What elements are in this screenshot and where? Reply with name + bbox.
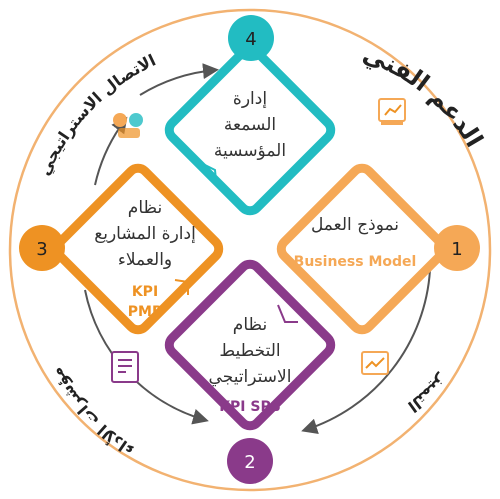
step-3-line-3: والعملاء bbox=[118, 250, 172, 270]
step-2-line-2: التخطيط bbox=[219, 341, 280, 361]
arrow-right bbox=[301, 269, 431, 434]
connector-orange bbox=[174, 279, 189, 295]
business-model-icon bbox=[378, 98, 406, 125]
step-3-sub-2: PMP bbox=[128, 304, 162, 320]
step-4-line-1: إدارة bbox=[233, 89, 267, 109]
arrow-top bbox=[139, 63, 219, 96]
step-2-line-3: الاستراتيجي bbox=[209, 367, 292, 387]
connector-teal bbox=[204, 164, 217, 181]
step-2-line-1: نظام bbox=[233, 315, 267, 335]
step-4-line-2: السمعة bbox=[224, 115, 276, 135]
step-3-line-1: نظام bbox=[128, 198, 162, 218]
step-2-label: نظام التخطيط الاستراتيجي KPI SPS bbox=[209, 315, 292, 415]
main-title: الدعم الفني bbox=[359, 39, 488, 152]
step-1-line-1: نموذج العمل bbox=[311, 215, 399, 235]
step-2-badge: 2 bbox=[227, 438, 273, 484]
step-3-badge: 3 bbox=[19, 225, 65, 271]
step-2-sub-1: KPI SPS bbox=[219, 399, 281, 415]
diamond-strategic-planning bbox=[164, 259, 336, 431]
diamond-business-model bbox=[276, 163, 448, 335]
step-3-label: نظام إدارة المشاريع والعملاء KPI PMP bbox=[94, 198, 196, 320]
connector-purple bbox=[277, 304, 298, 323]
step-4-number: 4 bbox=[245, 29, 256, 50]
step-3-number: 3 bbox=[36, 239, 47, 260]
step-1-label: نموذج العمل Business Model bbox=[294, 215, 417, 270]
step-2-number: 2 bbox=[244, 452, 255, 473]
step-4-label: إدارة السمعة المؤسسية bbox=[214, 89, 286, 161]
outer-ring bbox=[8, 8, 492, 492]
step-1-badge: 1 bbox=[434, 225, 480, 271]
strategy-icon bbox=[361, 351, 389, 375]
diamond-reputation bbox=[164, 44, 336, 216]
step-1-sub-1: Business Model bbox=[294, 254, 417, 270]
step-4-badge: 4 bbox=[228, 15, 274, 61]
diamond-project-management bbox=[52, 163, 224, 335]
kpi-icon bbox=[111, 351, 139, 383]
step-4-line-3: المؤسسية bbox=[214, 141, 286, 161]
step-1-number: 1 bbox=[451, 239, 462, 260]
step-3-line-2: إدارة المشاريع bbox=[94, 224, 196, 244]
step-3-sub-1: KPI bbox=[132, 284, 158, 300]
reputation-icon bbox=[113, 113, 143, 138]
